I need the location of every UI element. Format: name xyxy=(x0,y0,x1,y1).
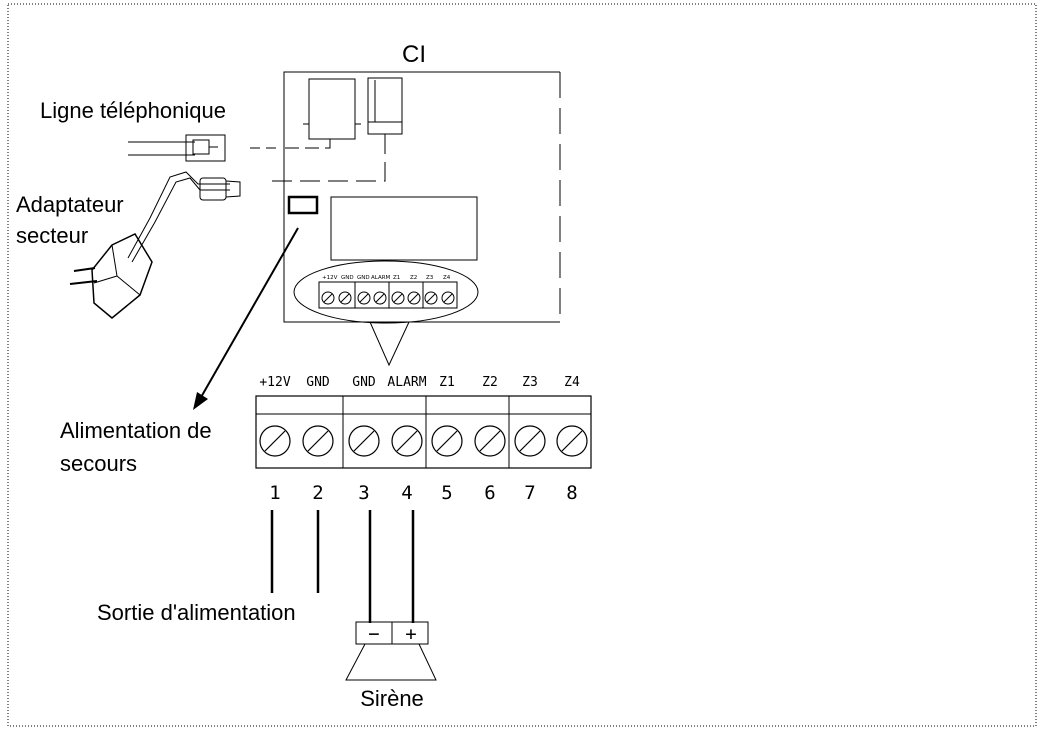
terminal-number: 3 xyxy=(358,482,369,504)
terminal-screw xyxy=(431,425,463,457)
terminal-number: 2 xyxy=(312,482,323,504)
terminal-labels: +12V GND GND ALARM Z1 Z2 Z3 Z4 xyxy=(259,375,580,390)
svg-text:Z4: Z4 xyxy=(443,275,451,281)
svg-text:Z2: Z2 xyxy=(410,275,417,281)
terminal-screw xyxy=(514,425,546,457)
svg-text:Z3: Z3 xyxy=(426,275,434,281)
terminal-label: Z3 xyxy=(522,375,538,390)
terminal-screw-slot xyxy=(264,430,286,452)
board-component-left xyxy=(280,78,361,149)
phone-line-cable xyxy=(128,134,282,162)
backup-battery-connector xyxy=(287,195,319,215)
backup-label-line1: Alimentation de xyxy=(60,418,212,443)
terminal-screw xyxy=(474,425,506,457)
svg-text:Z1: Z1 xyxy=(393,275,400,281)
terminal-number: 8 xyxy=(566,482,577,504)
terminal-screw xyxy=(302,425,334,457)
terminal-screw-slot xyxy=(479,430,501,452)
adapter-label-line1: Adaptateur xyxy=(16,192,124,217)
terminal-screw-slot xyxy=(561,430,583,452)
terminal-label: ALARM xyxy=(387,375,426,390)
terminal-numbers: 1 2 3 4 5 6 7 8 xyxy=(269,482,577,504)
board-terminal-block: +12V GND GND ALARM Z1 Z2 Z3 Z4 xyxy=(293,260,479,367)
terminal-screw-slot xyxy=(396,430,418,452)
terminal-number: 5 xyxy=(441,482,452,504)
outer-frame xyxy=(7,3,1037,727)
siren-minus: − xyxy=(368,623,379,645)
terminal-label: Z4 xyxy=(564,375,580,390)
backup-power-arrow xyxy=(193,227,299,410)
terminal-label: GND xyxy=(352,375,376,390)
phone-line-label: Ligne téléphonique xyxy=(40,98,226,123)
terminal-label: GND xyxy=(306,375,330,390)
power-output-label: Sortie d'alimentation xyxy=(97,600,296,625)
terminal-screw-slot xyxy=(519,430,541,452)
terminal-label: +12V xyxy=(259,375,290,390)
board-title: CI xyxy=(402,41,426,68)
terminal-number: 7 xyxy=(524,482,535,504)
svg-text:GND: GND xyxy=(341,275,354,281)
board-component-right xyxy=(270,77,403,182)
svg-text:ALARM: ALARM xyxy=(371,275,391,281)
terminal-screw-slot xyxy=(307,430,329,452)
terminal-number: 4 xyxy=(401,482,412,504)
terminal-number: 6 xyxy=(484,482,495,504)
terminal-screw xyxy=(348,425,380,457)
siren-label: Sirène xyxy=(360,686,424,711)
terminal-screw xyxy=(259,425,291,457)
power-output-wires xyxy=(270,510,320,593)
terminal-screws xyxy=(259,425,588,457)
backup-label-line2: secours xyxy=(60,451,137,476)
terminal-block: +12V GND GND ALARM Z1 Z2 Z3 Z4 1 2 3 4 5 6 7 8 xyxy=(255,375,592,504)
terminal-number: 1 xyxy=(269,482,280,504)
circuit-board xyxy=(283,71,561,323)
terminal-screw-slot xyxy=(436,430,458,452)
siren-wires xyxy=(368,510,415,623)
ac-adapter-icon xyxy=(69,171,241,319)
svg-text:GND: GND xyxy=(357,275,370,281)
siren-icon: − + xyxy=(345,621,437,681)
board-chip xyxy=(330,196,478,261)
terminal-screw xyxy=(556,425,588,457)
svg-text:+12V: +12V xyxy=(322,275,338,281)
terminal-screw xyxy=(391,425,423,457)
siren-plus: + xyxy=(405,623,416,645)
terminal-screw-slot xyxy=(353,430,375,452)
terminal-label: Z1 xyxy=(439,375,455,390)
adapter-label-line2: secteur xyxy=(16,223,88,248)
terminal-label: Z2 xyxy=(482,375,498,390)
